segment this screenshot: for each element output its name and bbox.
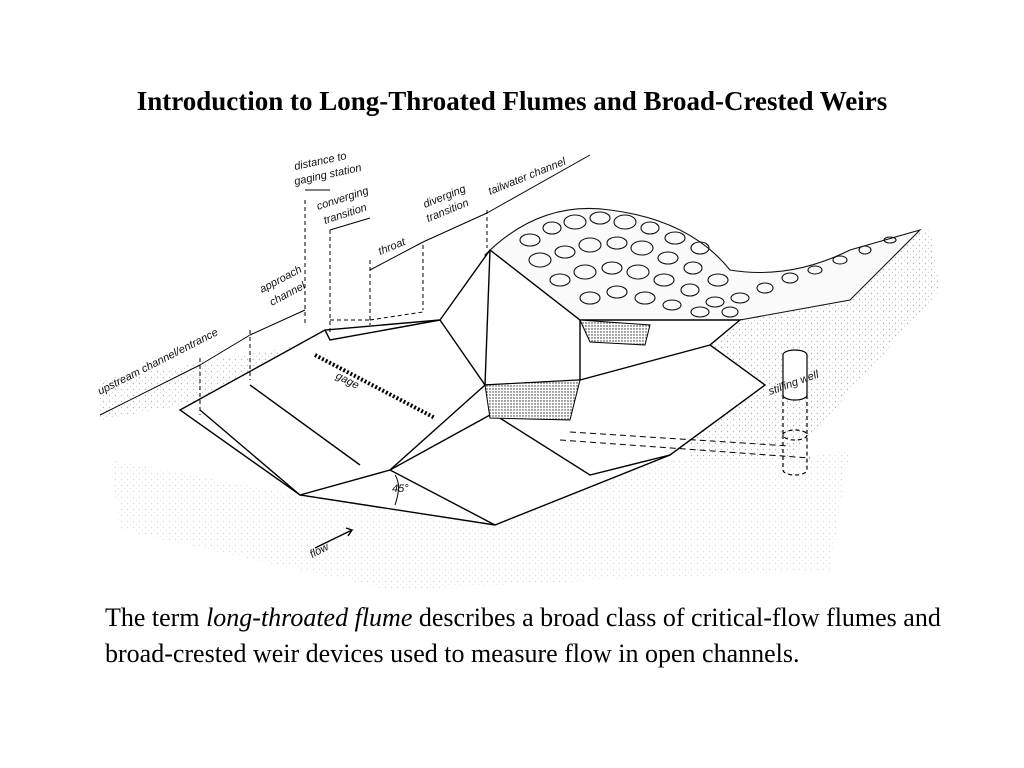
angle-mark (394, 474, 399, 506)
slide-title: Introduction to Long-Throated Flumes and… (136, 86, 888, 116)
body-text: The term long-throated flume describes a… (105, 600, 955, 672)
right-bank (690, 230, 940, 460)
throat-crest (484, 379, 581, 421)
body-term: long-throated flume (206, 603, 413, 632)
dimension-lines (99, 154, 811, 459)
tail-crest (579, 319, 651, 346)
body-prefix: The term (105, 603, 207, 632)
flume-structure (178, 248, 767, 526)
riprap-rocks (484, 207, 922, 326)
flume-diagram: distance to gaging station converging tr… (96, 150, 940, 590)
label-tailwater: tailwater channel (487, 156, 569, 198)
flow-arrow (314, 527, 354, 549)
foreground-ground (110, 450, 850, 590)
label-angle: 45° (392, 483, 409, 495)
gage-bar (314, 353, 436, 420)
label-throat: throat (377, 236, 408, 258)
body-suffix: describes a broad class of critical-flow… (105, 603, 941, 668)
stilling-well (782, 349, 808, 476)
